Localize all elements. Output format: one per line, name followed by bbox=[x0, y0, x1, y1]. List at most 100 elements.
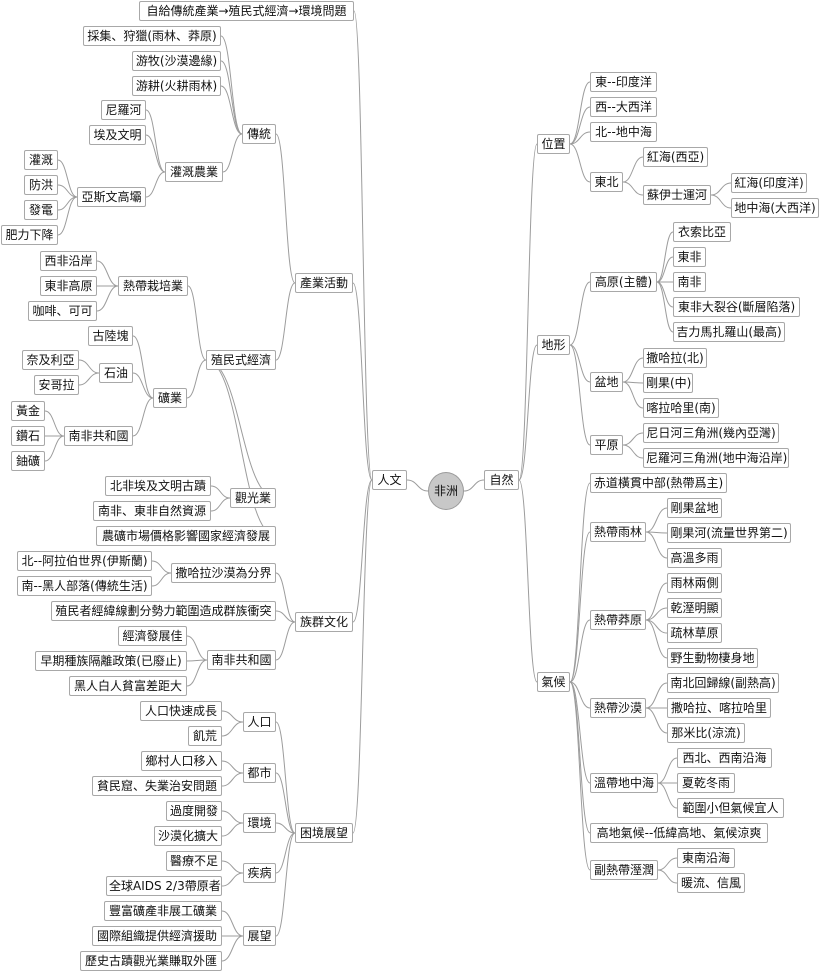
node-tropics-subtropical-high[interactable]: 南北回歸線(副熱高) bbox=[667, 673, 779, 693]
root-node-africa[interactable]: 非洲 bbox=[428, 472, 464, 510]
node-sahara-divide[interactable]: 撒哈拉沙漠為分界 bbox=[171, 563, 276, 583]
node-se-coast[interactable]: 東南沿海 bbox=[677, 848, 735, 868]
node-coffee-cocoa[interactable]: 咖啡、可可 bbox=[28, 301, 97, 321]
node-colonial-borders[interactable]: 殖民者經緯線劃分勢力範圍造成群族衝突 bbox=[51, 601, 276, 621]
node-medical-shortage[interactable]: 醫療不足 bbox=[166, 851, 222, 871]
node-aswan-irrigation[interactable]: 灌溉 bbox=[24, 150, 58, 170]
node-plateau[interactable]: 高原(主體) bbox=[590, 272, 657, 292]
node-south-africa[interactable]: 南非 bbox=[673, 272, 706, 292]
node-nomadic[interactable]: 游牧(沙漠邊緣) bbox=[132, 51, 221, 71]
branch-nature[interactable]: 自然 bbox=[484, 470, 519, 490]
node-gathering[interactable]: 採集、狩獵(雨林、莽原) bbox=[83, 26, 221, 46]
node-rift-valley[interactable]: 東非大裂谷(斷層陷落) bbox=[673, 297, 800, 317]
node-suez-canal[interactable]: 蘇伊士運河 bbox=[643, 185, 711, 205]
node-climate[interactable]: 氣候 bbox=[537, 672, 570, 692]
node-south-africa-mining[interactable]: 南非共和國 bbox=[64, 426, 133, 446]
node-traditional[interactable]: 傳統 bbox=[242, 124, 276, 144]
node-aswan-fertility[interactable]: 肥力下降 bbox=[1, 225, 58, 245]
node-egypt-civ[interactable]: 埃及文明 bbox=[89, 125, 146, 145]
node-terrain[interactable]: 地形 bbox=[537, 335, 570, 355]
node-south-black-tribes[interactable]: 南--黑人部落(傳統生活) bbox=[17, 576, 152, 596]
node-industry[interactable]: 產業活動 bbox=[295, 273, 353, 293]
node-aswan-power[interactable]: 發電 bbox=[24, 200, 58, 220]
node-congo-basin[interactable]: 剛果盆地 bbox=[667, 498, 722, 518]
node-urban[interactable]: 都市 bbox=[243, 763, 276, 783]
node-colonial-economy[interactable]: 殖民式經濟 bbox=[206, 350, 276, 370]
node-wealth-gap[interactable]: 黑人白人貧富差距大 bbox=[69, 676, 187, 696]
node-south-east-nature[interactable]: 南非、東非自然資源 bbox=[93, 501, 211, 521]
node-plain[interactable]: 平原 bbox=[590, 435, 623, 455]
node-nigeria[interactable]: 奈及利亞 bbox=[22, 350, 79, 370]
node-commodity-price[interactable]: 農礦市場價格影響國家經濟發展 bbox=[96, 526, 276, 546]
node-desert[interactable]: 熱帶沙漠 bbox=[590, 698, 646, 718]
node-good-economy[interactable]: 經濟發展佳 bbox=[118, 626, 187, 646]
node-dry-summer-wet-winter[interactable]: 夏乾冬雨 bbox=[677, 773, 735, 793]
node-rapid-growth[interactable]: 人口快速成長 bbox=[140, 701, 222, 721]
node-congo-central[interactable]: 剛果(中) bbox=[643, 373, 693, 393]
node-ethiopia[interactable]: 衣索比亞 bbox=[673, 222, 731, 242]
node-east-africa[interactable]: 東非 bbox=[673, 247, 706, 267]
node-disease[interactable]: 疾病 bbox=[243, 863, 276, 883]
node-irrigation[interactable]: 灌溉農業 bbox=[165, 162, 223, 182]
node-humid-subtropical[interactable]: 副熱帶溼潤 bbox=[590, 860, 658, 880]
node-slums-unemployment[interactable]: 貧民窟、失業治安問題 bbox=[92, 776, 222, 796]
node-location[interactable]: 位置 bbox=[537, 134, 570, 154]
node-kilimanjaro[interactable]: 吉力馬扎羅山(最高) bbox=[673, 322, 785, 342]
node-south-africa-ethnic[interactable]: 南非共和國 bbox=[207, 650, 276, 670]
node-west-africa-coast[interactable]: 西非沿岸 bbox=[40, 251, 97, 271]
node-equator[interactable]: 赤道橫貫中部(熱帶爲主) bbox=[590, 473, 727, 493]
node-kalahari-south[interactable]: 喀拉哈里(南) bbox=[643, 398, 719, 418]
node-uranium[interactable]: 鈾礦 bbox=[11, 451, 45, 471]
node-gold[interactable]: 黃金 bbox=[11, 401, 45, 421]
node-nile[interactable]: 尼羅河 bbox=[101, 100, 146, 120]
branch-human[interactable]: 人文 bbox=[372, 470, 407, 490]
node-aswan-dam[interactable]: 亞斯文高壩 bbox=[77, 187, 146, 207]
node-oil[interactable]: 石油 bbox=[99, 363, 133, 383]
node-angola[interactable]: 安哥拉 bbox=[34, 375, 79, 395]
node-problems-outlook[interactable]: 困境展望 bbox=[295, 823, 353, 843]
node-environment[interactable]: 環境 bbox=[243, 813, 276, 833]
node-warm-current-trade-wind[interactable]: 暖流、信風 bbox=[677, 873, 745, 893]
node-sahara-kalahari[interactable]: 撒哈拉、喀拉哈里 bbox=[667, 698, 771, 718]
node-wet-dry[interactable]: 乾溼明顯 bbox=[667, 598, 722, 618]
node-east-indian-ocean[interactable]: 東--印度洋 bbox=[590, 72, 657, 92]
node-ethnic-culture[interactable]: 族群文化 bbox=[295, 612, 353, 632]
node-north-arab-world[interactable]: 北--阿拉伯世界(伊斯蘭) bbox=[17, 551, 152, 571]
node-small-pleasant[interactable]: 範圍小但氣候宜人 bbox=[677, 798, 784, 818]
node-west-atlantic[interactable]: 西--大西洋 bbox=[590, 97, 657, 117]
node-outlook[interactable]: 展望 bbox=[243, 926, 276, 946]
node-sparse-grassland[interactable]: 疏林草原 bbox=[667, 623, 722, 643]
node-mediterranean-atlantic[interactable]: 地中海(大西洋) bbox=[731, 198, 819, 218]
node-highland-climate[interactable]: 高地氣候--低緯高地、氣候涼爽 bbox=[590, 823, 768, 843]
node-niger-delta[interactable]: 尼日河三角洲(幾內亞灣) bbox=[643, 423, 779, 443]
node-desertification[interactable]: 沙漠化擴大 bbox=[154, 826, 222, 846]
node-tourism[interactable]: 觀光業 bbox=[230, 488, 276, 508]
node-wildlife[interactable]: 野生動物棲身地 bbox=[667, 648, 758, 668]
node-mining[interactable]: 礦業 bbox=[153, 388, 187, 408]
node-aswan-flood[interactable]: 防洪 bbox=[24, 175, 58, 195]
node-apartheid[interactable]: 早期種族隔離政策(已廢止) bbox=[35, 651, 187, 671]
node-east-africa-plateau[interactable]: 東非高原 bbox=[40, 276, 97, 296]
node-nile-delta[interactable]: 尼羅河三角洲(地中海沿岸) bbox=[643, 448, 789, 468]
node-tropical-plantation[interactable]: 熱帶栽培業 bbox=[118, 276, 188, 296]
node-nw-sw-coast[interactable]: 西北、西南沿海 bbox=[677, 748, 772, 768]
node-north-egypt-heritage[interactable]: 北非埃及文明古蹟 bbox=[105, 476, 211, 496]
node-northeast[interactable]: 東北 bbox=[590, 172, 623, 192]
node-famine[interactable]: 飢荒 bbox=[188, 726, 222, 746]
node-namib[interactable]: 那米比(涼流) bbox=[667, 723, 745, 743]
node-sahara-north[interactable]: 撒哈拉(北) bbox=[643, 348, 707, 368]
node-overdevelopment[interactable]: 過度開發 bbox=[166, 801, 222, 821]
node-shifting[interactable]: 游耕(火耕雨林) bbox=[132, 76, 221, 96]
node-north-mediterranean[interactable]: 北--地中海 bbox=[590, 122, 657, 142]
node-rural-migration[interactable]: 鄉村人口移入 bbox=[141, 751, 222, 771]
node-mediterranean-climate[interactable]: 溫帶地中海 bbox=[590, 773, 658, 793]
node-population[interactable]: 人口 bbox=[243, 712, 276, 732]
node-congo-river[interactable]: 剛果河(流量世界第二) bbox=[667, 523, 791, 543]
node-basin[interactable]: 盆地 bbox=[590, 372, 623, 392]
node-hot-rainy[interactable]: 高溫多雨 bbox=[667, 548, 722, 568]
node-mineral-industry[interactable]: 豐富礦產非展工礦業 bbox=[104, 901, 222, 921]
node-ancient-landmass[interactable]: 古陸塊 bbox=[88, 326, 133, 346]
node-human-intro[interactable]: 自給傳統產業→殖民式經濟→環境問題 bbox=[139, 1, 354, 21]
node-international-aid[interactable]: 國際組織提供經濟援助 bbox=[92, 926, 222, 946]
node-rainforest[interactable]: 熱帶雨林 bbox=[590, 522, 646, 542]
